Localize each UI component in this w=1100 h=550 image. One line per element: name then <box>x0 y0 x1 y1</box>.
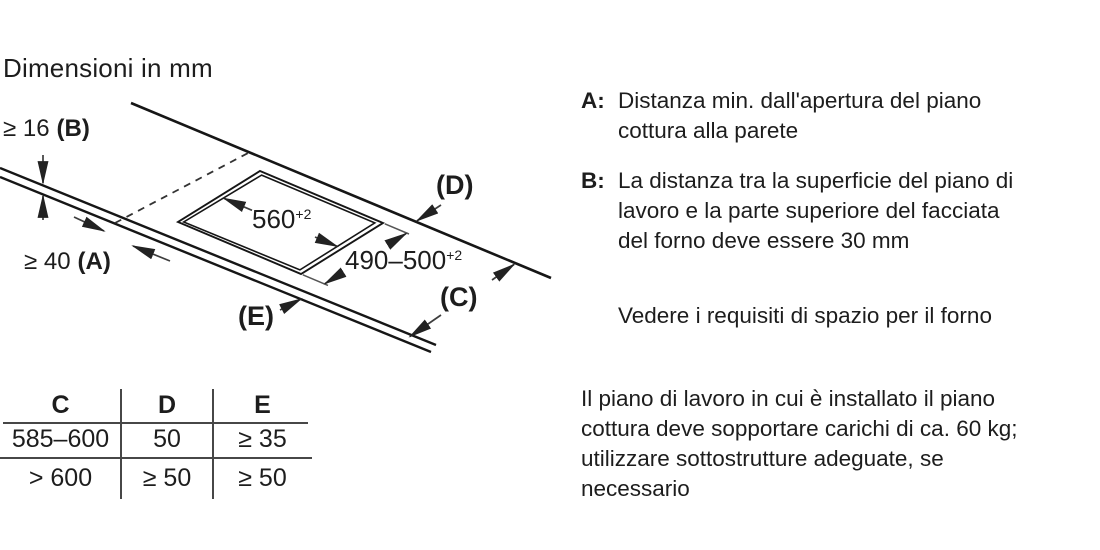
table-cell: 50 <box>153 425 181 453</box>
cutout-width-tolerance: +2 <box>295 206 312 222</box>
note-a-line: Distanza min. dall'apertura del piano <box>618 88 982 113</box>
width-dimension-line-1 <box>222 197 253 213</box>
thickness-b-value: ≥ 16 <box>3 115 50 142</box>
table-cell: > 600 <box>28 464 93 492</box>
distance-a-arrow-1 <box>73 216 106 232</box>
leader-d-arrow <box>415 204 442 222</box>
width-dimension-line-2 <box>314 232 339 248</box>
note-b-tag: B: <box>581 168 605 193</box>
table-cell: 585–600 <box>11 425 110 453</box>
table-cell: ≥ 50 <box>142 464 192 492</box>
label-d: (D) <box>436 170 474 200</box>
hidden-edge-dashed-line <box>114 151 251 224</box>
distance-a-label: ≥ 40(A) <box>24 248 111 276</box>
distance-a-arrow-2 <box>131 245 171 262</box>
note-oven-space-line: Vedere i requisiti di spazio per il forn… <box>618 303 992 328</box>
table-header-row: C D E <box>0 388 312 422</box>
table-vertical-rule <box>212 389 214 499</box>
table-row: 585–600 50 ≥ 35 <box>0 422 312 457</box>
extension-line-bottom <box>302 274 329 287</box>
table-vertical-rule <box>120 389 122 499</box>
table-cell: ≥ 50 <box>238 464 287 492</box>
note-b-line: lavoro e la parte superiore del facciata <box>618 198 1000 223</box>
note-load-line: Il piano di lavoro in cui è installato i… <box>581 386 995 411</box>
cutout-depth-value: 490–500 <box>345 245 447 275</box>
thickness-b-ref: (B) <box>56 115 90 142</box>
wall-line <box>130 101 552 280</box>
cutout-depth-tolerance: +2 <box>446 247 463 263</box>
dimension-table: C D E 585–600 50 ≥ 35 > 600 ≥ 50 ≥ 50 <box>0 388 312 500</box>
table-cell: ≥ 35 <box>238 425 287 453</box>
extension-line-right <box>384 223 410 235</box>
distance-a-ref: (A) <box>77 248 111 275</box>
distance-a-value: ≥ 40 <box>24 248 71 275</box>
note-load-line: utilizzare sottostrutture adeguate, se <box>581 446 944 471</box>
table-horizontal-rule <box>3 422 308 424</box>
note-b: B: La distanza tra la superficie del pia… <box>581 166 1013 256</box>
table-horizontal-rule <box>0 457 312 459</box>
table-row: > 600 ≥ 50 ≥ 50 <box>0 457 312 500</box>
depth-dimension-line-2 <box>384 232 408 250</box>
table-header-c: C <box>51 390 70 419</box>
page-title: Dimensioni in mm <box>3 53 213 83</box>
label-e: (E) <box>238 301 274 331</box>
leader-e-arrow <box>279 298 303 315</box>
note-a-tag: A: <box>581 88 605 113</box>
label-c: (C) <box>440 282 478 312</box>
cutout-width-value: 560 <box>252 204 296 234</box>
note-b-line: del forno deve essere 30 mm <box>618 228 910 253</box>
table-header-d: D <box>157 390 177 419</box>
depth-c-arrow-back <box>491 263 516 282</box>
note-load: Il piano di lavoro in cui è installato i… <box>581 384 1018 504</box>
depth-dimension-line-1 <box>323 267 347 285</box>
depth-c-arrow-front <box>408 314 442 338</box>
note-a-line: cottura alla parete <box>618 118 799 143</box>
note-b-line: La distanza tra la superficie del piano … <box>618 168 1014 193</box>
cutout-depth-dimension: 490–500+2 <box>345 245 462 276</box>
note-a: A: Distanza min. dall'apertura del piano… <box>581 86 981 146</box>
table-header-e: E <box>254 390 271 419</box>
note-load-line: cottura deve sopportare carichi di ca. 6… <box>581 416 1018 441</box>
note-load-line: necessario <box>581 476 690 501</box>
thickness-b-label: ≥ 16(B) <box>3 115 90 143</box>
cutout-width-dimension: 560+2 <box>252 204 311 235</box>
note-oven-space: Vedere i requisiti di spazio per il forn… <box>581 301 992 331</box>
